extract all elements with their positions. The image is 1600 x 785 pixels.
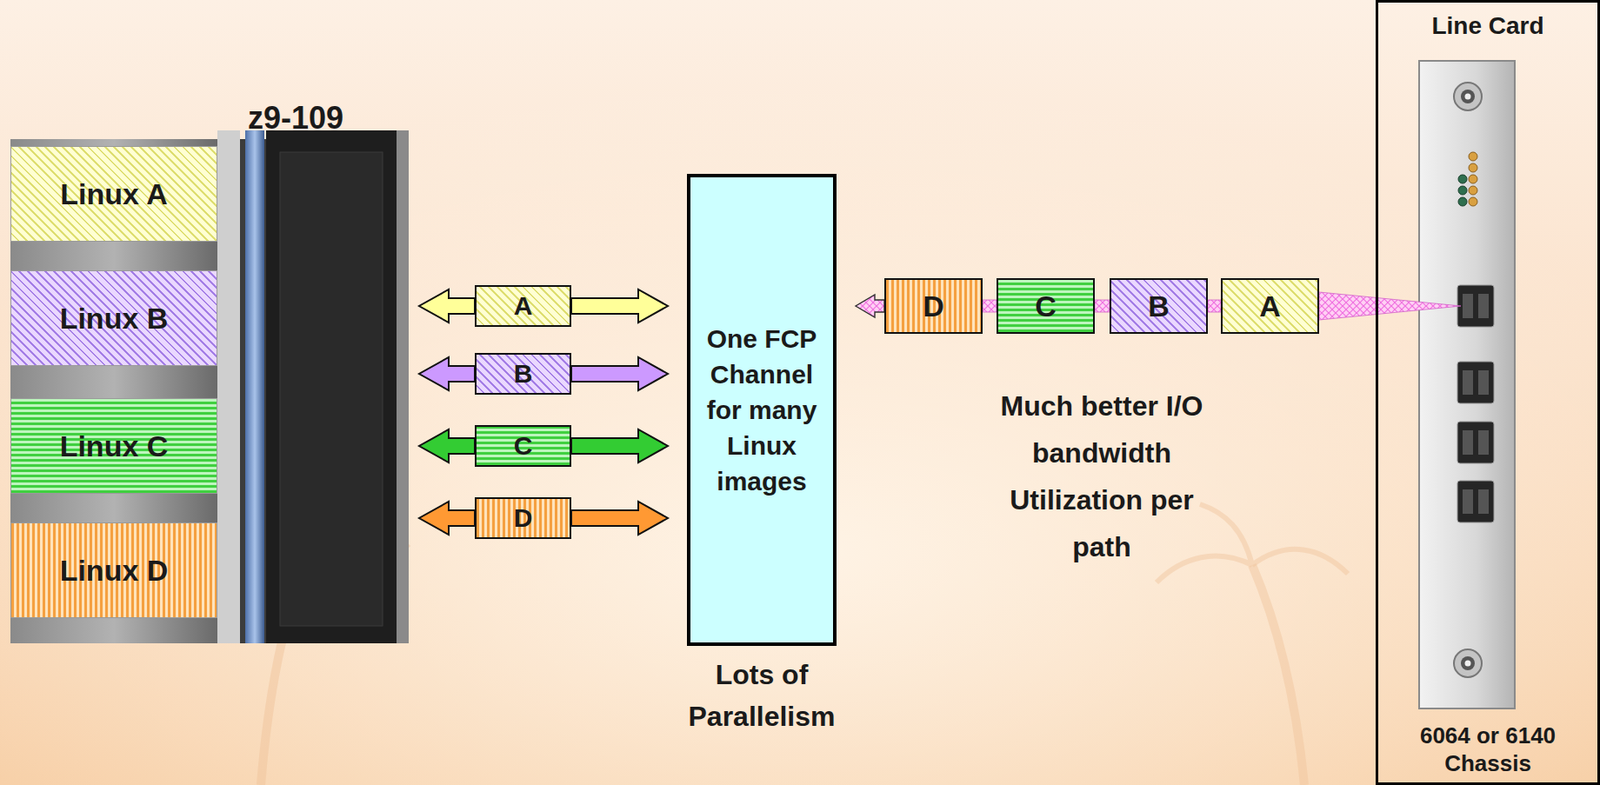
linux-image-box: Linux C	[10, 398, 218, 494]
io-tag-box: B	[1109, 278, 1208, 334]
io-arrow	[419, 429, 475, 463]
port-socket	[1462, 370, 1474, 395]
fcp-path-link	[1319, 292, 1376, 320]
io-arrow	[419, 289, 475, 323]
node-title: Linux A	[60, 177, 167, 212]
card-screw-hole	[1460, 656, 1475, 671]
io-tag-box: A	[474, 285, 572, 327]
rack-strip	[245, 130, 265, 644]
card-screw	[1453, 82, 1482, 111]
node-title: C	[1034, 289, 1057, 324]
io-tag-box: B	[474, 353, 572, 395]
node-title: C	[513, 431, 534, 461]
io-tag-box: A	[1220, 278, 1320, 334]
node-title: z9-109	[247, 100, 344, 136]
fc-port	[1457, 285, 1494, 327]
card-screw-center	[1465, 93, 1472, 100]
line-card-illustration	[1375, 60, 1515, 709]
node-title: D	[513, 503, 534, 534]
io-tag-box: D	[474, 497, 572, 540]
port-socket	[1478, 370, 1489, 395]
status-led	[1458, 197, 1467, 207]
port-socket	[1478, 430, 1489, 455]
io-arrow	[571, 289, 668, 323]
port-socket	[1478, 293, 1489, 319]
linux-image-box: Linux A	[10, 146, 218, 242]
fcp-path-link	[1094, 300, 1110, 313]
palm-trunk	[1252, 565, 1305, 785]
io-arrow	[419, 501, 475, 535]
port-housing	[1457, 285, 1494, 327]
rack-edge	[396, 130, 409, 644]
mainframe: z9-109Linux ALinux BLinux CLinux D	[10, 139, 409, 644]
node-title: B	[1147, 289, 1170, 324]
node-title: Linux B	[60, 301, 169, 336]
status-led	[1468, 163, 1478, 173]
line-card-box: Line Card 6064 or 6140 Chassis	[1375, 0, 1600, 785]
port-socket	[1462, 489, 1474, 514]
rack-body	[10, 139, 409, 644]
rack-door-panel	[280, 152, 383, 627]
fc-port	[1457, 480, 1494, 523]
fc-port	[1457, 361, 1494, 404]
io-tag-box: C	[996, 278, 1095, 334]
status-led	[1458, 186, 1467, 195]
node-title: A	[513, 291, 534, 321]
io-arrow	[571, 357, 668, 391]
rack-side	[10, 139, 218, 644]
io-tag-box: D	[884, 278, 983, 334]
node-title: B	[513, 359, 534, 389]
port-housing	[1457, 361, 1494, 404]
linux-image-box: Linux D	[10, 522, 218, 619]
path-beam-tip	[1375, 297, 1461, 314]
fc-port	[1457, 421, 1494, 464]
linux-image-box: Linux B	[10, 270, 218, 367]
io-arrow	[419, 357, 475, 391]
mainframe-illustration	[10, 130, 409, 644]
io-arrow	[571, 429, 668, 463]
fcp-path-link	[855, 294, 885, 318]
note-text: Lots of Parallelism	[674, 653, 849, 738]
card-screw	[1453, 649, 1482, 678]
fcp-path-link	[982, 300, 997, 313]
node-title: Linux D	[60, 553, 169, 588]
card-screw-center	[1465, 660, 1472, 667]
rack-frame	[217, 130, 240, 644]
port-housing	[1457, 421, 1494, 464]
node-title: Line Card	[1431, 11, 1544, 41]
note-text: Much better I/O bandwidth Utilization pe…	[997, 382, 1207, 571]
port-socket	[1462, 430, 1474, 455]
port-socket	[1462, 293, 1474, 319]
status-led	[1458, 174, 1467, 184]
status-led	[1468, 152, 1478, 161]
port-housing	[1457, 480, 1494, 523]
palm-leaves	[1156, 504, 1348, 583]
status-led	[1468, 186, 1478, 195]
status-led	[1468, 197, 1478, 207]
card-face	[1419, 60, 1515, 709]
status-led	[1468, 174, 1478, 184]
rack-door	[266, 130, 397, 644]
node-title: D	[922, 289, 945, 324]
node-title: Linux C	[60, 429, 169, 464]
io-tag-box: C	[474, 425, 572, 467]
card-screw-hole	[1460, 89, 1475, 104]
node-title: A	[1259, 289, 1281, 324]
fcp-path-link	[1207, 300, 1221, 313]
fcp-channel-box: One FCP Channel for many Linux images	[686, 173, 837, 647]
node-subtitle: 6064 or 6140 Chassis	[1400, 721, 1575, 778]
io-arrow	[571, 501, 668, 535]
port-socket	[1478, 489, 1489, 514]
node-title: One FCP Channel for many Linux images	[703, 320, 820, 500]
